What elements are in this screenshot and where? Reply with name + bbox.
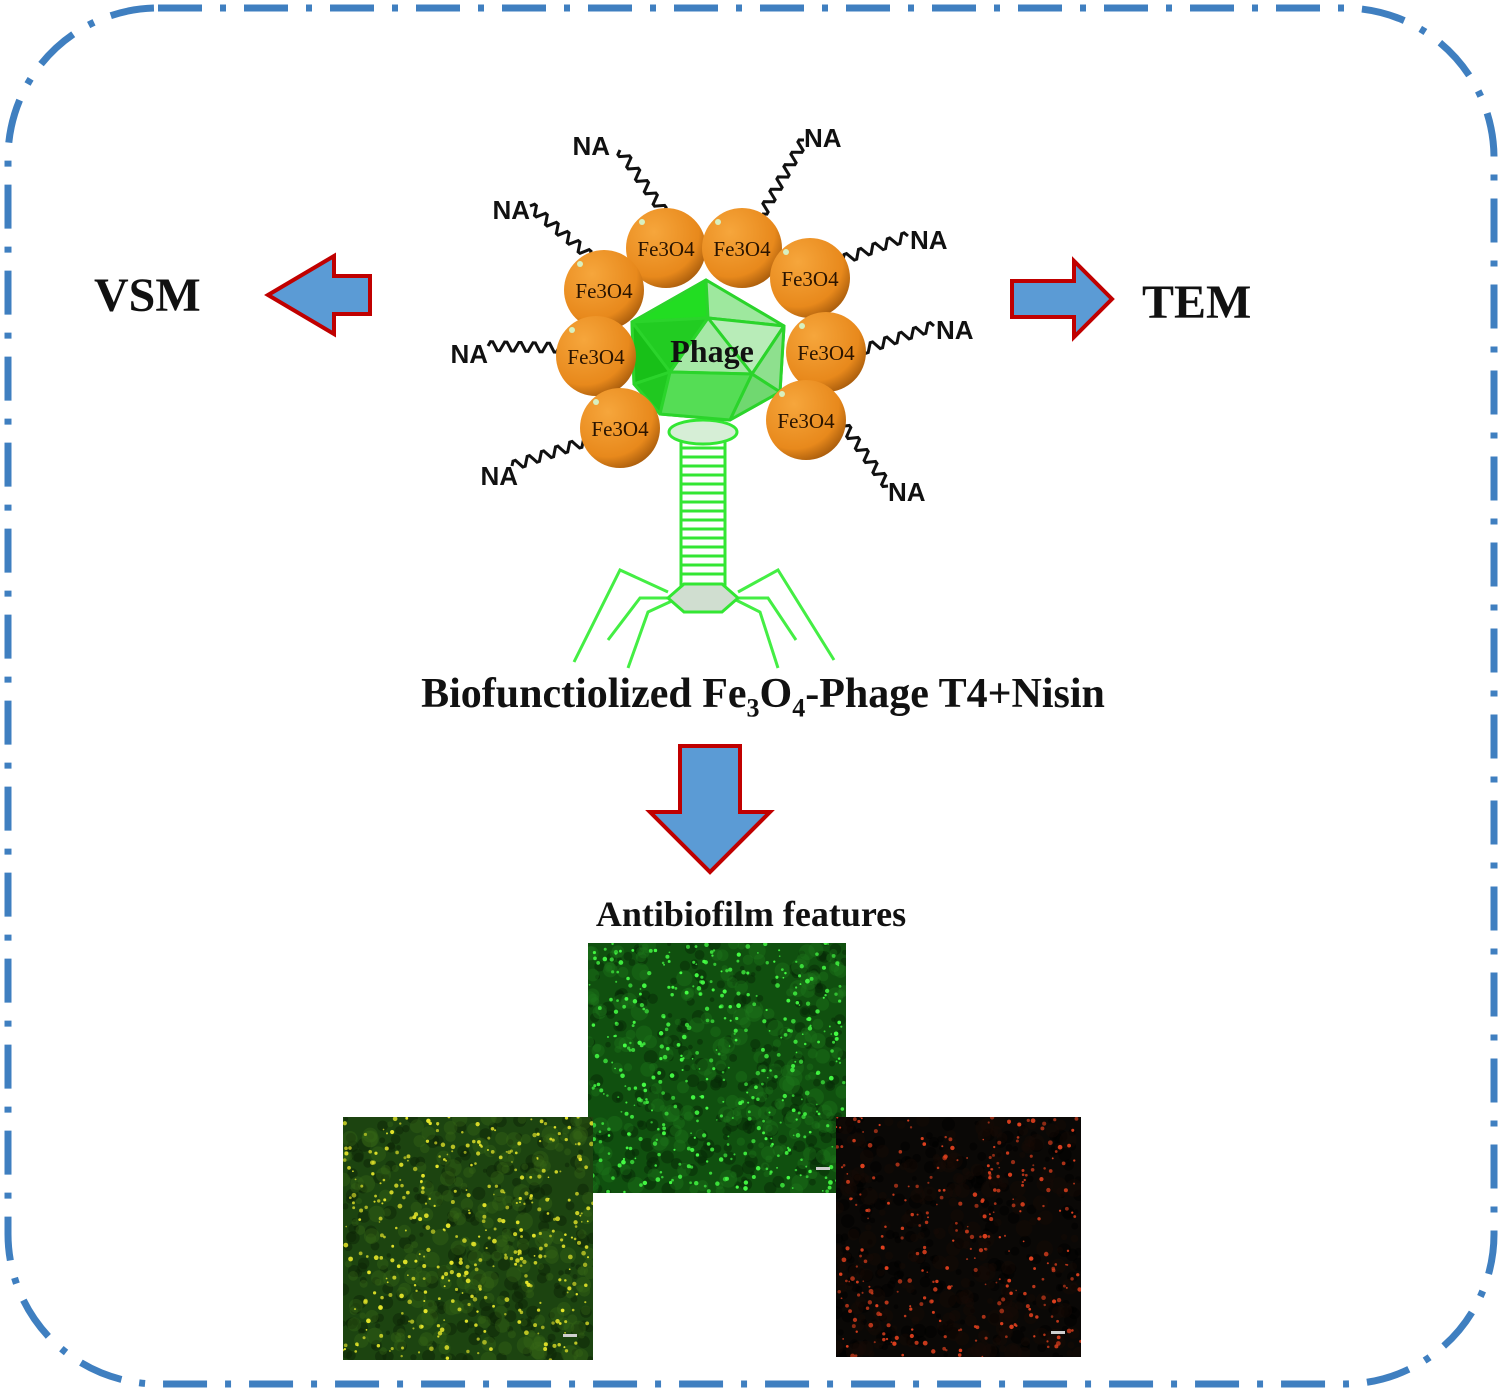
vsm-label: VSM	[94, 269, 201, 322]
arrow-left-icon	[264, 252, 372, 338]
svg-text:Fe3O4: Fe3O4	[777, 409, 835, 433]
na-label: NA	[450, 339, 488, 369]
na-label: NA	[888, 477, 926, 507]
micrograph-center	[588, 943, 846, 1193]
nanoparticle-icon: Fe3O4	[702, 208, 782, 288]
nanoparticle-icon: Fe3O4	[564, 250, 644, 330]
tem-label: TEM	[1142, 276, 1252, 329]
nanoparticle-icon: Fe3O4	[786, 312, 866, 392]
diagram-title: Biofunctiolized Fe3O4-Phage T4+Nisin	[421, 671, 1105, 723]
svg-text:Fe3O4: Fe3O4	[713, 237, 771, 261]
phage-label: Phage	[670, 333, 754, 369]
na-label: NA	[492, 195, 530, 225]
nisin-chain	[510, 435, 591, 469]
svg-text:Fe3O4: Fe3O4	[591, 417, 649, 441]
nisin-chains	[486, 138, 935, 489]
phage-tail	[665, 418, 741, 614]
dashed-border	[4, 4, 1498, 1388]
nisin-chain	[529, 202, 593, 257]
micrograph-right	[836, 1117, 1081, 1357]
na-label: NA	[804, 123, 842, 153]
nanoparticle-icon: Fe3O4	[580, 388, 660, 468]
arrow-down-icon	[645, 744, 775, 875]
svg-text:Fe3O4: Fe3O4	[781, 267, 839, 291]
nisin-chain	[486, 340, 568, 354]
na-label: NA	[936, 315, 974, 345]
tail-fibers	[572, 568, 836, 669]
na-label: NA	[572, 131, 610, 161]
svg-text:Fe3O4: Fe3O4	[637, 237, 695, 261]
nisin-chain	[836, 419, 889, 489]
svg-text:Fe3O4: Fe3O4	[575, 279, 633, 303]
svg-text:Fe3O4: Fe3O4	[797, 341, 855, 365]
nanoparticle-icon: Fe3O4	[626, 208, 706, 288]
nisin-chain	[761, 138, 805, 216]
micrograph-left	[343, 1117, 593, 1360]
na-label: NA	[910, 225, 948, 255]
nanoparticle-icon: Fe3O4	[766, 380, 846, 460]
arrow-right-icon	[1010, 256, 1115, 342]
features-label: Antibiofilm features	[595, 894, 907, 934]
nanoparticle-icon: Fe3O4	[556, 316, 636, 396]
phage-icon	[630, 278, 786, 422]
nisin-chain	[616, 149, 668, 213]
svg-text:Fe3O4: Fe3O4	[567, 345, 625, 369]
na-label: NA	[480, 461, 518, 491]
nisin-chain	[861, 321, 935, 355]
nisin-chain	[835, 231, 909, 267]
nanoparticle-icon: Fe3O4	[770, 238, 850, 318]
